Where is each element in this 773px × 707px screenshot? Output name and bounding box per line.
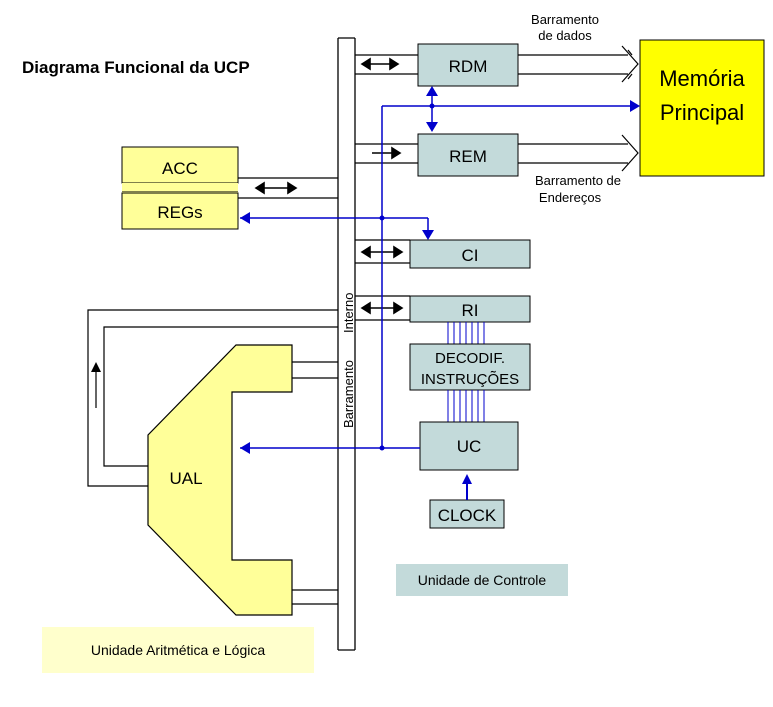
ci-label: CI: [462, 246, 479, 265]
ci-register: [409, 239, 531, 269]
ri-decoder-lines: [447, 322, 485, 344]
regs-register: [121, 192, 239, 230]
internal-bus: [337, 37, 356, 651]
acc-register: [121, 146, 239, 184]
rem-register: [417, 133, 519, 177]
data-bus-label-2: de dados: [538, 28, 592, 43]
bus-register-links: [355, 54, 418, 321]
rdm-register: [417, 43, 519, 87]
control-unit-note: Unidade de Controle: [418, 572, 547, 588]
address-bus-label-2: Endereços: [539, 190, 602, 205]
memory-label-line1: Memória: [659, 66, 745, 91]
diagram-title: Diagrama Funcional da UCP: [22, 58, 250, 77]
acc-label: ACC: [162, 159, 198, 178]
internal-bus-label-1: Barramento: [341, 360, 356, 428]
address-bus-label-1: Barramento de: [535, 173, 621, 188]
ual-label: UAL: [169, 469, 202, 488]
ual-links: [87, 309, 338, 605]
regs-label: REGs: [157, 203, 202, 222]
address-bus: [518, 134, 639, 172]
decoder-uc-lines: [447, 390, 485, 422]
memory-label-line2: Principal: [660, 100, 744, 125]
rdm-label: RDM: [449, 57, 488, 76]
clock-block: [429, 499, 505, 529]
alu-note-box: [42, 627, 314, 673]
main-memory-box: [639, 39, 765, 177]
ual-shape: [147, 344, 293, 616]
acc-bus-links: [238, 177, 338, 199]
alu-note: Unidade Aritmética e Lógica: [91, 642, 266, 658]
bus-double-arrows: [254, 57, 404, 315]
rem-label: REM: [449, 147, 487, 166]
clock-label: CLOCK: [438, 506, 497, 525]
data-bus: [518, 45, 639, 83]
ri-label: RI: [462, 301, 479, 320]
decoder-label-line1: DECODIF.: [435, 350, 505, 367]
control-unit-note-box: [396, 564, 568, 596]
ri-register: [409, 295, 531, 323]
uc-label: UC: [457, 437, 482, 456]
control-lines: [240, 94, 630, 449]
control-arrowheads: [240, 86, 640, 454]
uc-block: [419, 421, 519, 471]
decoder-label-line2: INSTRUÇÕES: [421, 371, 519, 388]
instruction-decoder: [409, 343, 531, 391]
data-bus-label-1: Barramento: [531, 12, 599, 27]
internal-bus-label-2: Interno: [341, 293, 356, 333]
